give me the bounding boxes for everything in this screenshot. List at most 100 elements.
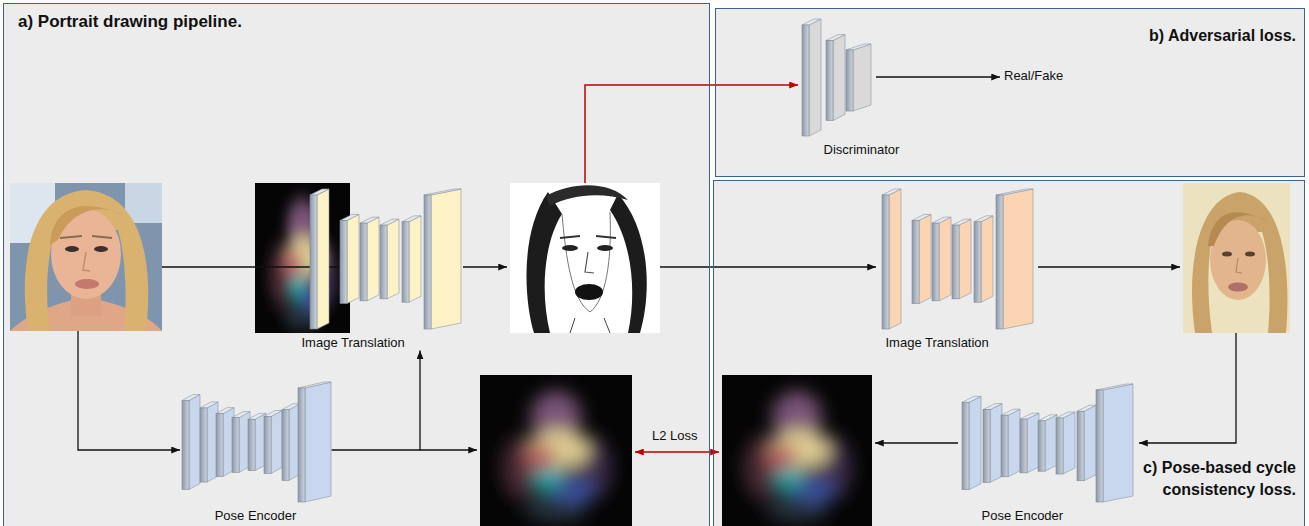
layer-face — [1003, 189, 1033, 329]
layer-top — [424, 189, 461, 195]
layer-top — [200, 401, 218, 407]
network-layer — [932, 217, 951, 301]
layer-top — [1020, 413, 1039, 419]
fake-to-discriminator-arrow — [585, 85, 798, 183]
diagram-label: Real/Fake — [1004, 68, 1063, 84]
layer-top — [182, 394, 200, 400]
layer-top — [1077, 405, 1096, 411]
layer-top — [298, 382, 331, 388]
network-layer — [1020, 413, 1039, 473]
loss-arrows — [585, 85, 798, 452]
layer-top — [402, 215, 421, 221]
network-layer — [1038, 414, 1057, 470]
layer-edge — [912, 220, 919, 303]
network-layer — [216, 407, 234, 476]
layer-edge — [1096, 390, 1103, 502]
layer-top — [846, 43, 871, 49]
layer-top — [232, 411, 250, 417]
layer-face — [1008, 409, 1020, 477]
layer-face — [317, 189, 329, 329]
layer-face — [271, 410, 282, 473]
network-layer — [402, 215, 421, 301]
network-layer — [1001, 409, 1020, 477]
network-layer — [952, 219, 971, 299]
pose-map — [480, 375, 632, 526]
layer-edge — [1038, 420, 1045, 470]
network-label: Pose Encoder — [960, 508, 1136, 524]
reconstructed-photo — [1183, 183, 1290, 333]
panel-ground — [3, 3, 1305, 526]
layer-edge — [380, 225, 387, 299]
network-layer — [962, 396, 981, 489]
diagram-label: L2 Loss — [652, 428, 698, 444]
layer-face — [1103, 384, 1133, 502]
layer-edge — [962, 402, 969, 489]
layer-edge — [298, 388, 305, 502]
layer-face — [889, 189, 901, 329]
layer-edge — [264, 416, 271, 473]
layer-top — [912, 214, 931, 220]
layer-edge — [340, 220, 347, 303]
layer-edge — [248, 419, 255, 470]
layer-top — [962, 396, 981, 402]
layer-edge — [216, 413, 223, 476]
layer-face — [959, 219, 971, 299]
network-block: Pose Encoder — [960, 380, 1136, 524]
l2-loss-arrow — [635, 451, 719, 453]
flow-arrow — [1139, 333, 1236, 443]
flow-arrow — [78, 331, 180, 450]
network-label: Image Translation — [878, 335, 1038, 351]
network-layer — [882, 189, 901, 329]
portrait-sketch — [510, 183, 660, 333]
layer-top — [882, 189, 901, 195]
layer-edge — [952, 225, 959, 299]
panel-title: c) Pose-based cycle consistency loss. — [1136, 457, 1296, 501]
connector-arrow — [332, 351, 421, 451]
network-layer — [310, 189, 329, 329]
layer-face — [981, 215, 993, 301]
flow-arrow — [1038, 266, 1180, 267]
network-block: Image Translation — [298, 185, 470, 351]
network-shape — [960, 380, 1136, 506]
network-shape — [878, 185, 1038, 333]
layer-face — [367, 217, 379, 301]
network-layer — [983, 403, 1002, 482]
network-layer — [380, 219, 399, 299]
layer-edge — [802, 25, 809, 136]
layer-top — [380, 219, 399, 225]
layer-edge — [1001, 415, 1008, 477]
network-block: Image Translation — [878, 185, 1038, 351]
network-layer — [360, 217, 379, 301]
layer-edge — [826, 40, 833, 120]
layer-face — [809, 19, 821, 136]
layer-edge — [1077, 411, 1084, 480]
layer-top — [1096, 384, 1133, 390]
network-layer — [264, 410, 282, 473]
network-label: Discriminator — [800, 142, 924, 158]
layer-face — [431, 189, 461, 329]
layer-face — [1084, 405, 1096, 480]
layer-top — [216, 407, 234, 413]
layer-face — [387, 219, 399, 299]
network-layer — [846, 43, 871, 110]
network-label: Pose Encoder — [180, 508, 332, 524]
network-shape — [180, 378, 332, 506]
layer-top — [983, 403, 1002, 409]
layer-edge — [932, 223, 939, 301]
pose-map-inset — [255, 183, 350, 333]
flow-arrow — [420, 449, 477, 450]
layer-face — [1045, 414, 1057, 470]
layer-top — [802, 19, 821, 25]
layer-edge — [974, 221, 981, 301]
layer-top — [1001, 409, 1020, 415]
layer-top — [360, 217, 379, 223]
network-layer — [826, 34, 845, 120]
layer-edge — [310, 195, 317, 329]
network-shape — [800, 15, 924, 140]
layer-face — [919, 214, 931, 303]
layer-top — [340, 214, 359, 220]
layer-face — [189, 394, 200, 489]
panel-title: a) Portrait drawing pipeline. — [18, 11, 242, 33]
network-layer — [1096, 384, 1133, 502]
layer-face — [969, 396, 981, 489]
